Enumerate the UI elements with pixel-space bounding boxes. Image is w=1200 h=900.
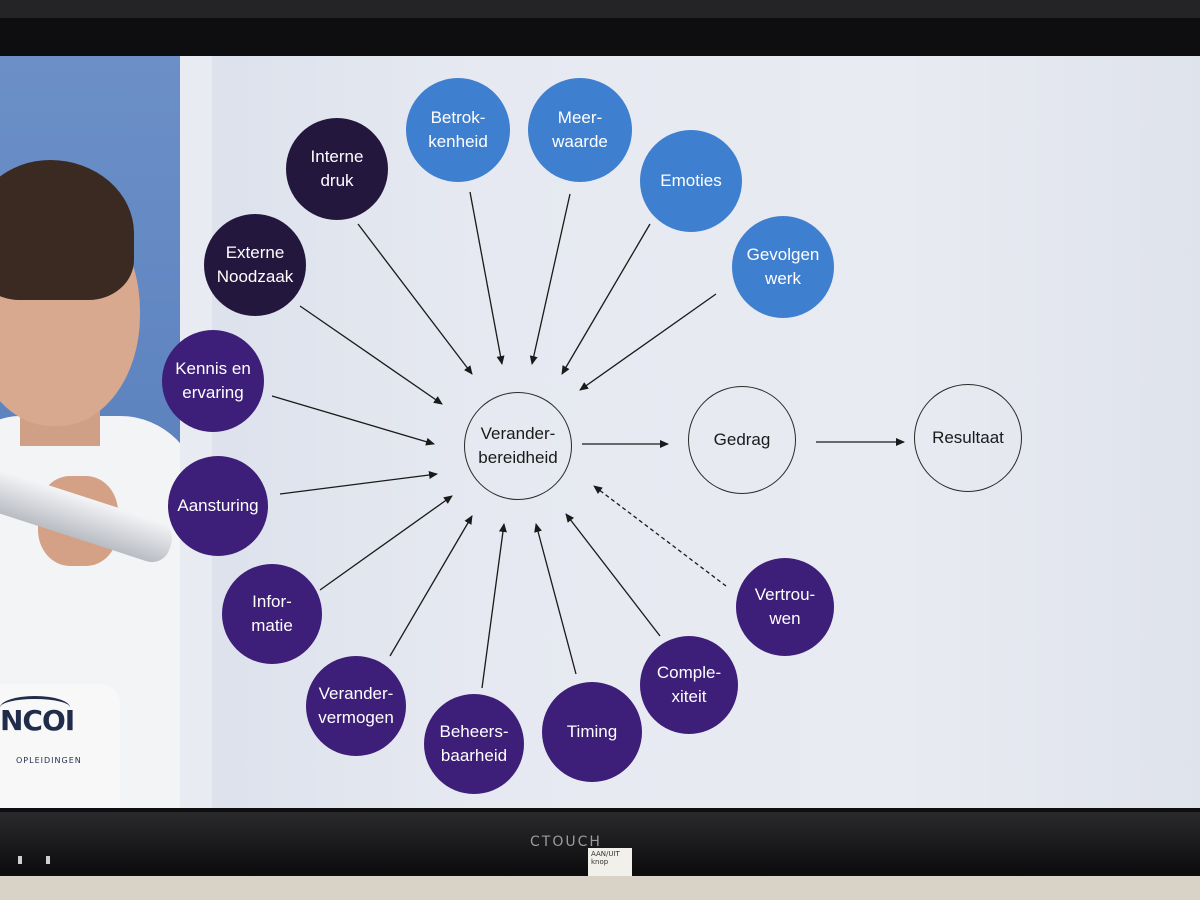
arrow-interne-druk [357,223,473,375]
node-resultaat: Resultaat [914,384,1022,492]
arrow-externe-noodzaak [299,305,443,405]
center-node-veranderbereidheid: Verander- bereidheid [464,392,572,500]
node-interne-druk: Interne druk [286,118,388,220]
slide-photo: NCOI OPLEIDINGEN [0,56,212,808]
node-meerwaarde: Meer- waarde [528,78,632,182]
arrow-complexiteit [565,513,661,637]
arrow-kennis-ervaring [271,395,435,446]
photo-edge [180,56,212,808]
person-hair [0,160,134,300]
node-kennis-en-ervaring: Kennis en ervaring [162,330,264,432]
arrow-beheersbaarheid [481,523,507,689]
company-logo-subtitle: OPLEIDINGEN [16,756,82,765]
arrow-informatie [319,495,453,591]
node-informatie: Infor- matie [222,564,322,664]
arrow-meerwaarde [529,193,571,365]
presentation-screen: NCOI OPLEIDINGEN Verander- bereidheid Ge… [0,56,1200,808]
monitor-brand: CTOUCH [530,834,602,850]
node-aansturing: Aansturing [168,456,268,556]
logo-arc-icon [0,696,70,719]
arrow-verandervermogen [389,515,473,657]
arrow-emoties [561,223,651,375]
node-gevolgen-werk: Gevolgen werk [732,216,834,318]
node-betrokkenheid: Betrok- kenheid [406,78,510,182]
power-sticker: AAN/UIT knop [588,848,632,876]
node-gedrag: Gedrag [688,386,796,494]
arrow-vertrouwen-dashed [593,485,727,587]
status-led-icon [18,856,22,864]
arrow-timing [534,523,577,675]
node-externe-noodzaak: Externe Noodzaak [204,214,306,316]
arrows-layer [271,191,905,689]
node-timing: Timing [542,682,642,782]
node-verandervermogen: Verander- vermogen [306,656,406,756]
company-logo: NCOI [0,704,75,737]
arrow-aansturing [279,471,438,495]
node-emoties: Emoties [640,130,742,232]
arrow-betrokkenheid [469,191,505,365]
node-beheersbaarheid: Beheers- baarheid [424,694,524,794]
arrow-gevolgen-werk [579,293,717,391]
status-led-icon [46,856,50,864]
node-complexiteit: Comple- xiteit [640,636,738,734]
node-vertrouwen: Vertrou- wen [736,558,834,656]
